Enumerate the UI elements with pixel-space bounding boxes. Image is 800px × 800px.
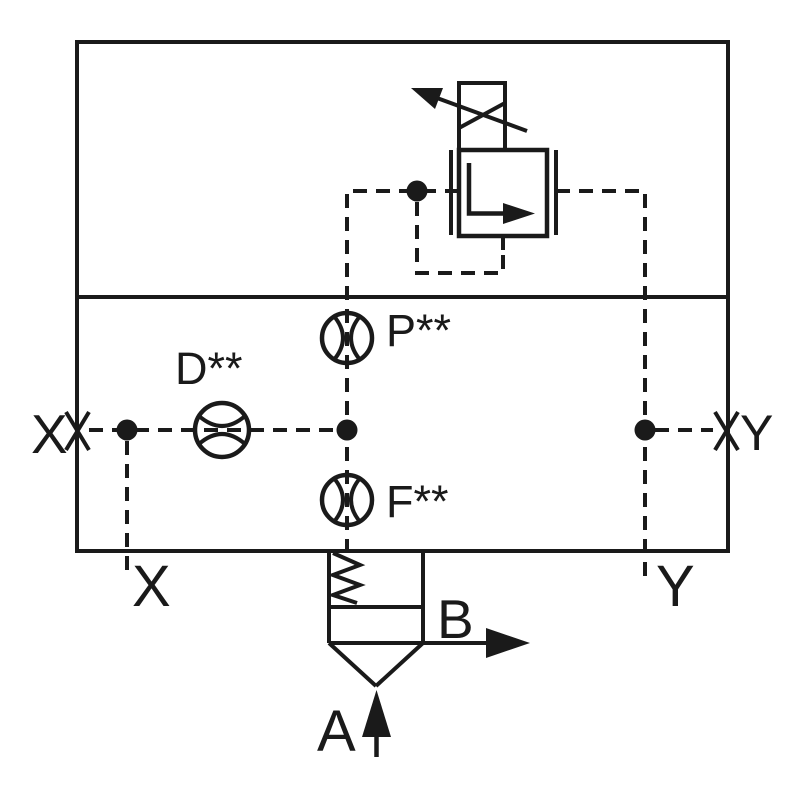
port-label-y-right: Y bbox=[740, 405, 773, 461]
orifice-icon-f bbox=[319, 472, 375, 528]
pilot-line-y-drain bbox=[556, 189, 647, 578]
pilot-flow-path-arrow-icon bbox=[466, 163, 535, 224]
orifice-label-f: F** bbox=[386, 476, 449, 527]
orifice-icon-d bbox=[192, 400, 252, 460]
pilot-valve-body bbox=[456, 147, 550, 239]
adjustable-spring-arrow-icon bbox=[411, 88, 528, 133]
poppet-seat-funnel bbox=[327, 641, 425, 688]
plugged-port-y-icon bbox=[713, 410, 740, 452]
orifice-label-d: D** bbox=[175, 343, 243, 394]
flow-arrow-a-icon bbox=[362, 690, 391, 757]
pilot-relief-valve-symbol bbox=[406, 81, 558, 239]
main-poppet-valve-icon bbox=[326, 551, 530, 757]
junction-dot-y bbox=[634, 419, 656, 441]
port-label-x-bottom: X bbox=[132, 554, 171, 619]
orifice-icon-p bbox=[319, 310, 375, 366]
flow-arrow-b-icon bbox=[329, 628, 530, 658]
orifice-label-p: P** bbox=[386, 305, 451, 356]
port-label-x-left: X bbox=[31, 403, 68, 465]
port-label-b: B bbox=[437, 588, 474, 650]
port-label-a: A bbox=[317, 699, 356, 764]
manifold-housing bbox=[75, 40, 730, 553]
junction-dot-pilot bbox=[406, 180, 428, 202]
junction-dot-center bbox=[336, 419, 358, 441]
junction-dot-x bbox=[116, 419, 138, 441]
pilot-line-loop bbox=[415, 202, 505, 275]
spring-icon bbox=[326, 551, 366, 605]
port-label-y-bottom: Y bbox=[656, 554, 695, 619]
plugged-port-x-icon bbox=[64, 410, 91, 452]
